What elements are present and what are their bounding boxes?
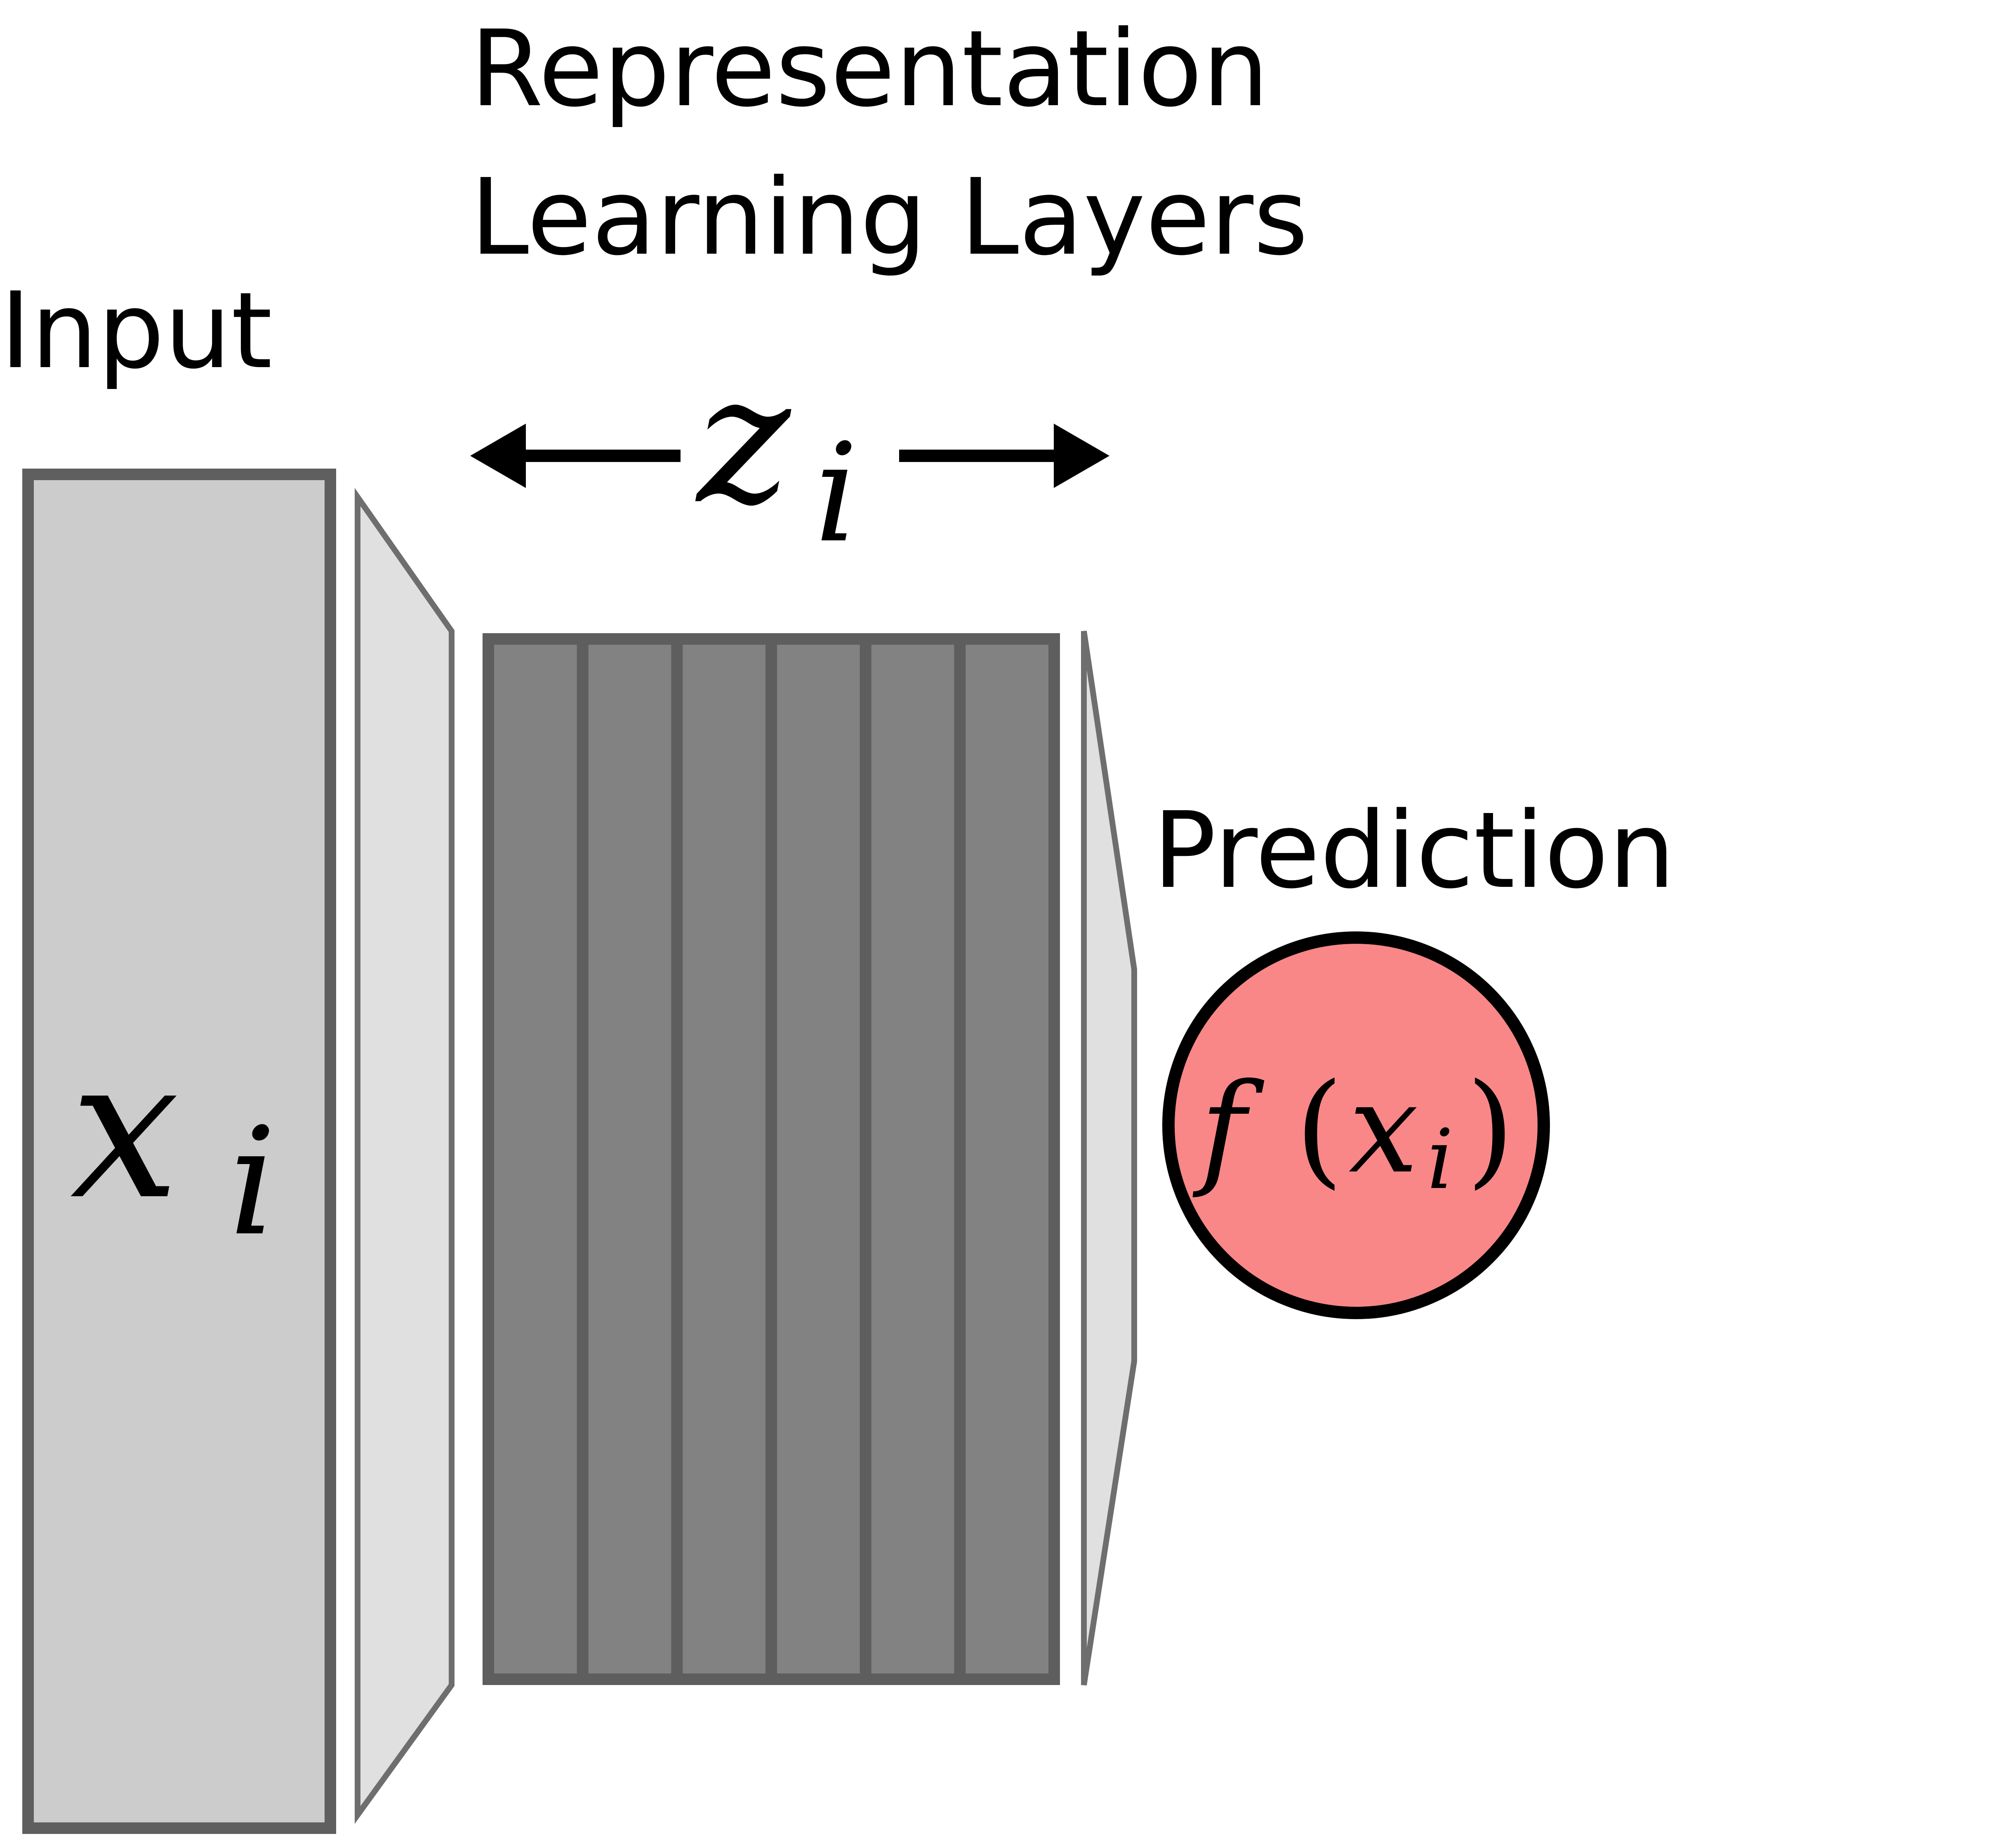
input-label: Input — [0, 270, 272, 392]
connector-input-to-layers — [355, 488, 455, 1824]
arrow-left-head — [470, 424, 526, 488]
arrow-right-head — [1054, 424, 1109, 488]
representation-layer-4 — [777, 645, 860, 1673]
prediction-label: Prediction — [1153, 790, 1675, 912]
representation-layer-3 — [683, 645, 765, 1673]
layers-frame — [483, 633, 1060, 1685]
representation-layers-block — [483, 633, 1060, 1685]
prediction-node — [1162, 931, 1550, 1319]
prediction-x-sub: i — [1427, 1112, 1453, 1208]
latent-z-var: z — [694, 337, 794, 543]
prediction-x-var: x — [1349, 1057, 1418, 1201]
latent-double-arrow — [470, 424, 1109, 488]
representation-title-line1: Representation — [470, 8, 1269, 130]
representation-title-line2: Learning Layers — [470, 156, 1308, 279]
representation-layer-1 — [494, 645, 577, 1673]
input-x-var: x — [70, 1016, 179, 1242]
representation-layer-6 — [966, 645, 1048, 1673]
prediction-close-paren: ) — [1466, 1057, 1514, 1201]
representation-layer-5 — [871, 645, 954, 1673]
prediction-open-paren: ( — [1295, 1057, 1343, 1201]
connector-layers-to-prediction — [1081, 630, 1137, 1686]
representation-layer-2 — [588, 645, 671, 1673]
latent-z-sub: i — [815, 414, 858, 573]
input-x-sub: i — [229, 1096, 276, 1268]
input-block — [22, 469, 336, 1834]
